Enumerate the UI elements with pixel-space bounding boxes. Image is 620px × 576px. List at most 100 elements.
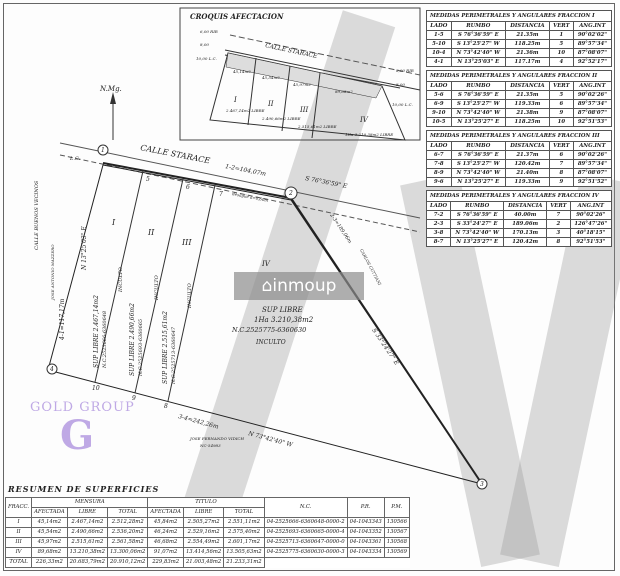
table-cell: 10-5 (426, 117, 452, 127)
table-cell: IV (4, 547, 33, 558)
perimeter-table-1: MEDIDAS PERIMETRALES Y ANGULARES FRACCIO… (426, 10, 613, 67)
plan-label: 45,14m2 (232, 69, 251, 74)
column-header: AFECTADA (31, 507, 68, 518)
column-header: FRACC. (4, 497, 33, 518)
plan-line: 1 2 3 4 5 6 7 8 9 10 (46, 144, 488, 490)
table-cell: 2.490,66m2 (66, 527, 109, 538)
north-arrow-icon (110, 92, 116, 104)
table-cell: 20.683,79m2 (66, 557, 109, 568)
table-cell: 04-1043352 (346, 527, 385, 538)
column-header: LADO (426, 21, 452, 31)
table-cell: 04-2525666-6360648-0000-2 (263, 517, 348, 528)
table-cell: 9-10 (426, 108, 452, 118)
table-cell: 126°47'26" (569, 219, 613, 229)
table-cell: N 13°25'03" E (450, 57, 506, 67)
table-cell: 45,84m2 (147, 517, 184, 528)
table-cell: S 76°36'59" E (450, 90, 506, 100)
table-cell: 119.33m (504, 177, 550, 187)
column-header: LIBRE (182, 507, 225, 518)
table-cell: 5-10 (426, 39, 452, 49)
table-cell: 118.25m (504, 39, 550, 49)
plan-label: 2.467,14m2 LIBRE (225, 108, 265, 113)
plan-label: S 33°24'27" E (370, 327, 400, 367)
table-cell: S 33°24'27" E (450, 219, 505, 229)
plan-label: 5 (146, 176, 150, 183)
table-cell: S 76°36'59" E (450, 210, 505, 220)
column-header: TOTAL (223, 507, 265, 518)
plan-label: 8 (164, 403, 168, 410)
perimeter-table-3: MEDIDAS PERIMETRALES Y ANGULARES FRACCIO… (426, 130, 613, 187)
table-cell: 2.601,17m2 (223, 537, 265, 548)
table-cell: 90°02'26" (572, 150, 613, 160)
summary-title: RESUMEN DE SUPERFICIES (8, 484, 160, 494)
plan-label: 10,00 L.C. (196, 56, 217, 61)
plan-line (59, 142, 421, 219)
table-cell: 2.551,11m2 (223, 517, 265, 528)
plan-label: 45,97m2 (292, 82, 311, 87)
plan-label: I (111, 218, 116, 227)
table-cell: 2.529,16m2 (182, 527, 225, 538)
plan-label: 1 (101, 147, 105, 154)
table-cell: 6 (548, 150, 574, 160)
table-cell: S 13°25'27" W (450, 39, 506, 49)
table-cell: 21.38m (504, 108, 550, 118)
plan-label: 8,00 (396, 82, 405, 87)
plan-label: 45,54m2 (261, 75, 280, 80)
plan-label: 3-4=242,26m (177, 413, 219, 431)
column-header: TOTAL (107, 507, 149, 518)
table-cell: 04-1043343 (346, 517, 385, 528)
table-cell: 1-5 (426, 30, 452, 40)
perimeter-table-2: MEDIDAS PERIMETRALES Y ANGULARES FRACCIO… (426, 70, 613, 127)
table-cell: N 13°25'27" E (450, 177, 506, 187)
column-header: P.R. (346, 497, 385, 518)
table-cell: 130568 (383, 537, 410, 548)
column-header: DISTANCIA (504, 21, 550, 31)
plan-label: SUP LIBRE 2.515,61m2 (162, 311, 169, 384)
table-cell: 21.35m (504, 30, 550, 40)
table-cell: 91,07m2 (147, 547, 184, 558)
table-cell: 8 (548, 168, 574, 178)
plan-label: 3 (480, 481, 484, 488)
plan-line (476, 478, 488, 490)
column-header: LADO (426, 81, 452, 91)
table-cell: 92°51'52" (572, 177, 613, 187)
table-cell: 117.17m (504, 57, 550, 67)
plan-line (311, 72, 321, 139)
plan-line (46, 363, 58, 375)
perimeter-table-4: MEDIDAS PERIMETRALES Y ANGULARES FRACCIO… (425, 190, 613, 247)
table-cell: 1 (548, 30, 574, 40)
table-cell: 118.25m (504, 117, 550, 127)
plan-line (284, 186, 298, 200)
plan-label: III (299, 106, 309, 114)
table-cell: 87°08'07" (572, 48, 613, 58)
table-cell: 89,68m2 (31, 547, 68, 558)
column-header: VERT (546, 201, 571, 211)
table-cell: N 73°42'40" W (450, 228, 505, 238)
table-cell: 2.575,40m2 (223, 527, 265, 538)
table-cell: 8-9 (426, 168, 452, 178)
plan-label: SUP LIBRE 2.467,14m2 (93, 295, 100, 368)
plan-label: I (233, 96, 237, 104)
plan-label: JOSE ANTONIO MAZZERO (50, 244, 55, 301)
table-cell: 45,54m2 (31, 527, 68, 538)
plan-line (94, 170, 144, 383)
table-cell: 20.910,12m2 (107, 557, 149, 568)
table-cell: 87°08'07" (572, 108, 613, 118)
group-header: MENSURA (31, 497, 149, 508)
plan-label: NC-54983 (199, 443, 221, 448)
table-cell: 45,97m2 (31, 537, 68, 548)
table-title: MEDIDAS PERIMETRALES Y ANGULARES FRACCIO… (426, 10, 612, 21)
column-header: RUMBO (450, 81, 506, 91)
table-cell: 170.13m (503, 228, 548, 238)
table-cell: 2.467,14m2 (66, 517, 109, 528)
plan-label: 6,00 RIR (200, 29, 218, 34)
column-header: VERT (548, 21, 574, 31)
plan-label: INCULTO (118, 267, 124, 293)
